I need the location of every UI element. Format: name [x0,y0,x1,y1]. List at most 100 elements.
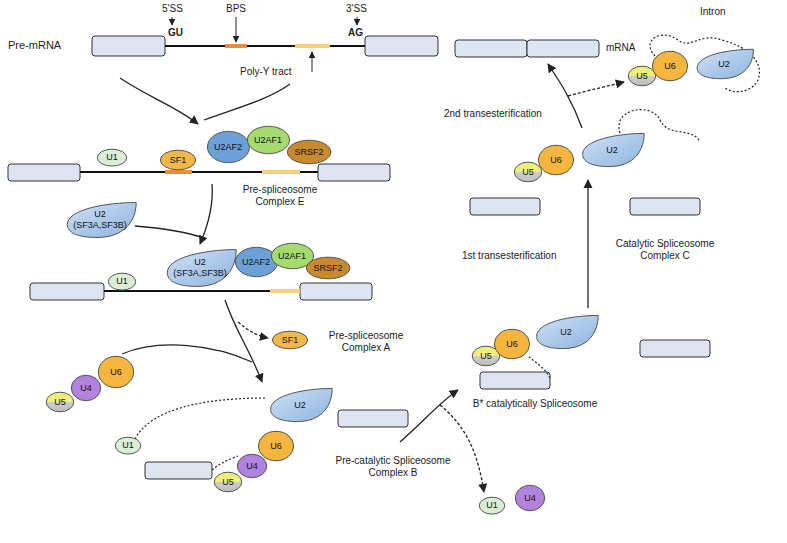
text-label: Poly-Y tract [240,66,292,78]
node-shape [537,315,599,348]
site-pointer [172,17,173,25]
exon [300,283,372,300]
exon [455,40,527,57]
node-shape [97,150,126,167]
text-label: 1st transesterification [462,250,557,262]
text-label: Catalytic Spliceosome Complex C [598,238,732,262]
node-shape [697,49,753,78]
text-label: Pre-mRNA [8,39,61,51]
exon [318,164,390,181]
text-label: GU [168,27,183,39]
intron-line [165,45,365,47]
node-label: (SF3A,SF3B) [73,220,127,231]
site-pointer [236,17,237,42]
snrnp-ellipse: SRSF2 [306,257,350,279]
node-shape [258,431,293,460]
exon [338,410,408,427]
snrnp-u2-shape: U2(SF3A,SF3B) [61,201,139,239]
node-label: U4 [80,383,92,394]
process-arrow [548,64,582,128]
snrnp-ellipse: U5 [214,472,242,492]
node-label: U2 [94,209,106,220]
snrnp-ellipse: U1 [115,437,141,454]
snrnp-ellipse: U1 [97,149,127,166]
node-shape [306,257,349,279]
snrnp-ellipse: U6 [258,431,294,461]
text-label: mRNA [606,42,635,54]
node-label: U2 [294,400,306,411]
snrnp-ellipse: SRSF2 [287,140,331,164]
intron-dotted [650,35,759,92]
snrnp-ellipse: U6 [538,145,574,175]
node-label: U2 [606,145,618,156]
snrnp-u2-shape: U2 [692,48,756,80]
snrnp-ellipse: U5 [46,392,74,412]
snrnp-ellipse: U4 [515,485,545,511]
branch-point-segment [225,44,247,48]
node-label: U5 [222,477,234,488]
snrnp-ellipse: U2AF2 [235,247,278,277]
intron-line [80,171,318,173]
node-shape [247,126,289,153]
snrnp-ellipse: U6 [494,329,530,359]
process-arrow [225,300,262,382]
snrnp-ellipse: U2AF2 [207,131,250,163]
node-label: U2 [718,59,730,70]
exon [92,36,165,56]
node-shape [583,133,645,166]
snrnp-u2-shape: U2(SF3A,SF3B) [161,248,239,288]
node-shape [237,454,266,478]
node-label: U6 [270,441,282,452]
exon [480,372,550,389]
snrnp-ellipse: U1 [108,273,136,290]
exon [527,40,599,57]
text-label: B* catalytically Spliceosome [470,398,600,410]
exon [630,198,700,215]
snrnp-ellipse: U4 [237,454,267,478]
exon [8,164,80,181]
node-label: U1 [116,276,128,287]
node-shape [271,388,333,421]
text-label: 2nd transesterification [444,108,542,120]
node-shape [494,329,529,358]
node-shape [167,250,236,287]
node-shape [479,498,504,515]
node-label: U6 [110,367,122,378]
snrnp-ellipse: SF1 [160,150,196,170]
process-arrow [135,226,204,238]
node-label: U2AF2 [214,142,242,153]
node-label: SF1 [170,155,187,166]
intron-dotted [212,456,238,470]
node-label: U6 [664,61,676,72]
exon [470,198,540,215]
snrnp-ellipse: U1 [479,497,505,514]
node-shape [272,331,307,349]
node-label: U2AF2 [242,257,270,268]
exon [30,283,104,300]
snrnp-ellipse: U6 [98,356,134,388]
node-label: U4 [246,461,258,472]
node-label: U6 [550,155,562,166]
node-shape [628,66,655,86]
poly-y-segment [262,170,300,174]
snrnp-u2-shape: U2 [265,387,335,423]
process-arrow [400,390,458,442]
intron-line [104,290,300,292]
node-shape [160,150,195,170]
release-arrow [440,405,484,492]
node-shape [98,356,133,387]
node-shape [214,472,241,492]
release-arrow [568,82,624,96]
node-label: U2AF1 [278,251,306,262]
node-label: U2 [560,327,572,338]
node-shape [67,203,136,238]
node-shape [515,485,544,510]
text-label: AG [348,27,363,39]
process-arrow [120,78,198,124]
process-arrow [122,345,252,362]
node-label: (SF3A,SF3B) [173,268,227,279]
snrnp-u2-shape: U2 [577,132,647,168]
node-shape [115,438,140,455]
node-label: U1 [106,152,118,163]
